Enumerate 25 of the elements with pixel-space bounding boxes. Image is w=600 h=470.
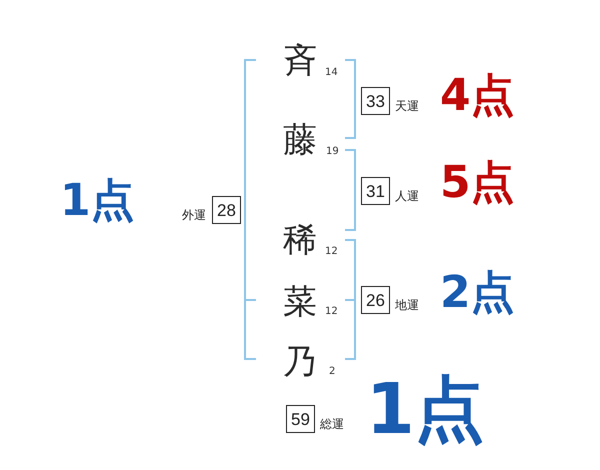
number-box: 26: [361, 286, 390, 314]
number-box: 33: [361, 87, 390, 115]
stroke-count: 12: [325, 247, 338, 257]
number-box: 59: [286, 405, 315, 433]
stroke-count: 2: [329, 367, 336, 377]
stroke-count: 19: [326, 147, 339, 157]
name-character: 稀: [283, 223, 317, 257]
fortune-label: 天運: [395, 100, 419, 112]
name-character: 乃: [283, 345, 317, 379]
stroke-count: 12: [325, 307, 338, 317]
number-box: 28: [212, 196, 241, 224]
fortune-label: 地運: [395, 299, 419, 311]
number-box: 31: [361, 177, 390, 205]
stroke-count: 14: [325, 68, 338, 78]
name-character: 菜: [283, 285, 317, 319]
score-text: 1点: [366, 374, 485, 444]
score-text: 1点: [60, 179, 135, 223]
fortune-label: 人運: [395, 190, 419, 202]
fortune-label: 総運: [320, 418, 344, 430]
score-text: 2点: [440, 271, 515, 315]
fortune-label: 外運: [182, 209, 206, 221]
name-character: 藤: [283, 123, 317, 157]
name-character: 斉: [283, 44, 317, 78]
score-text: 5点: [440, 161, 515, 205]
score-text: 4点: [440, 74, 515, 118]
